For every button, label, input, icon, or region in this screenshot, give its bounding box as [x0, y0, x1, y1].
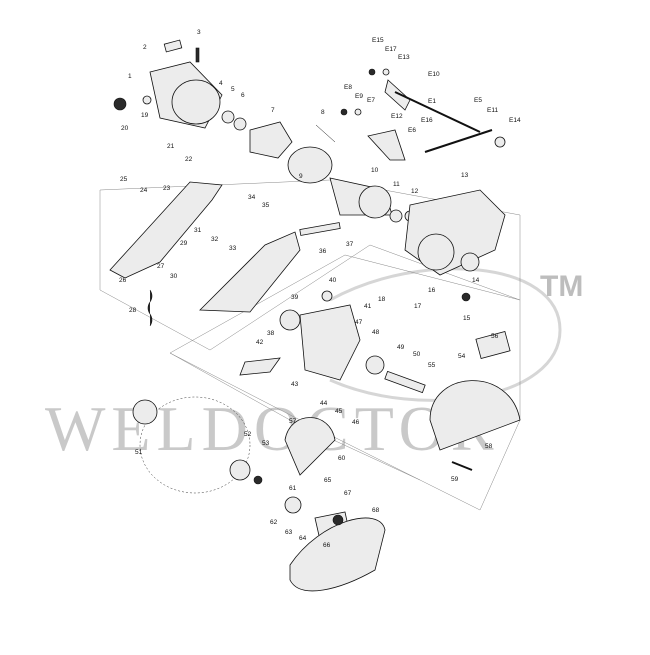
callout-label: E15 — [372, 37, 384, 44]
callout-label: E11 — [487, 107, 498, 114]
switch-rod-group — [340, 68, 506, 161]
callout-label: 40 — [329, 277, 337, 284]
callout-label: 42 — [256, 339, 264, 346]
callout-label: 11 — [393, 181, 400, 188]
callout-label: 35 — [262, 202, 270, 209]
callout-label: 19 — [141, 112, 149, 119]
callout-label: E17 — [385, 46, 397, 53]
callout-label: 48 — [372, 329, 380, 336]
callout-label: 10 — [371, 167, 379, 174]
callout-label: 56 — [491, 333, 499, 340]
callout-label: 60 — [338, 455, 346, 462]
callout-label: E13 — [398, 54, 410, 61]
callout-label: 62 — [270, 519, 278, 526]
callout-label: E10 — [428, 71, 440, 78]
callout-label: 3 — [197, 29, 201, 36]
callout-label: 5 — [231, 86, 235, 93]
callout-label: 45 — [335, 408, 343, 415]
callout-label: 22 — [185, 156, 193, 163]
callout-label: 64 — [299, 535, 307, 542]
callout-label: 65 — [324, 477, 332, 484]
callout-label: 12 — [411, 188, 419, 195]
callout-label: E1 — [428, 98, 436, 105]
callout-label: 2 — [143, 44, 147, 51]
callout-label: 67 — [344, 490, 352, 497]
callout-label: 26 — [119, 277, 127, 284]
watermark-trademark: TM — [540, 270, 583, 303]
callout-label: 25 — [120, 176, 128, 183]
callout-label: 31 — [194, 227, 202, 234]
callout-label: E7 — [367, 97, 375, 104]
callout-label: 28 — [129, 307, 137, 314]
callout-label: 15 — [463, 315, 471, 322]
callout-label: 34 — [248, 194, 256, 201]
callout-label: 4 — [219, 80, 223, 87]
callout-label: 44 — [320, 400, 328, 407]
callout-label: 20 — [121, 125, 129, 132]
motor-housing-group — [113, 39, 336, 184]
callout-label: 66 — [323, 542, 331, 549]
callout-label: 18 — [378, 296, 386, 303]
callout-label: 52 — [244, 431, 252, 438]
callout-label: E8 — [344, 84, 352, 91]
callout-label: 50 — [413, 351, 421, 358]
callout-label: 37 — [346, 241, 354, 248]
callout-label: 49 — [397, 344, 405, 351]
callout-label: E9 — [355, 93, 363, 100]
callout-label: 61 — [289, 485, 297, 492]
callout-label: 27 — [157, 263, 165, 270]
callout-label: 6 — [241, 92, 245, 99]
callout-label: 32 — [211, 236, 219, 243]
callout-label: E5 — [474, 97, 482, 104]
callout-label: 41 — [364, 303, 372, 310]
watermark-text: WELDOCTOR — [45, 393, 500, 464]
callout-label: 59 — [451, 476, 459, 483]
callout-label: 23 — [163, 185, 171, 192]
callout-label: 57 — [289, 418, 297, 425]
callout-label: 24 — [140, 187, 148, 194]
callout-label: 36 — [319, 248, 327, 255]
callout-label: 51 — [135, 449, 143, 456]
callout-label: E16 — [421, 117, 433, 124]
callout-label: 13 — [461, 172, 469, 179]
callout-label: 46 — [352, 419, 360, 426]
callout-label: 38 — [267, 330, 275, 337]
callout-label: 1 — [128, 73, 132, 80]
callout-label: 9 — [299, 173, 303, 180]
callout-label: 33 — [229, 245, 237, 252]
callout-label: E14 — [509, 117, 521, 124]
callout-label: 55 — [428, 362, 436, 369]
callout-label: 8 — [321, 109, 325, 116]
callout-label: 16 — [428, 287, 436, 294]
callout-label: 47 — [355, 319, 363, 326]
callout-label: E12 — [391, 113, 403, 120]
callout-label: 21 — [167, 143, 175, 150]
callout-label: 58 — [485, 443, 493, 450]
callout-label: 68 — [372, 507, 380, 514]
callout-label: 43 — [291, 381, 299, 388]
armature-gear-group — [109, 177, 521, 451]
callout-label: 29 — [180, 240, 188, 247]
callout-label: 53 — [262, 440, 270, 447]
callout-label: 30 — [170, 273, 178, 280]
callout-label: 14 — [472, 277, 480, 284]
callout-label: 17 — [414, 303, 422, 310]
callout-label: 39 — [291, 294, 299, 301]
watermark: WELDOCTOR TM — [45, 267, 583, 464]
callout-label: 54 — [458, 353, 466, 360]
callout-label: 63 — [285, 529, 293, 536]
callout-label: 7 — [271, 107, 275, 114]
callout-label: E6 — [408, 127, 416, 134]
blade-guard-group — [132, 399, 473, 592]
